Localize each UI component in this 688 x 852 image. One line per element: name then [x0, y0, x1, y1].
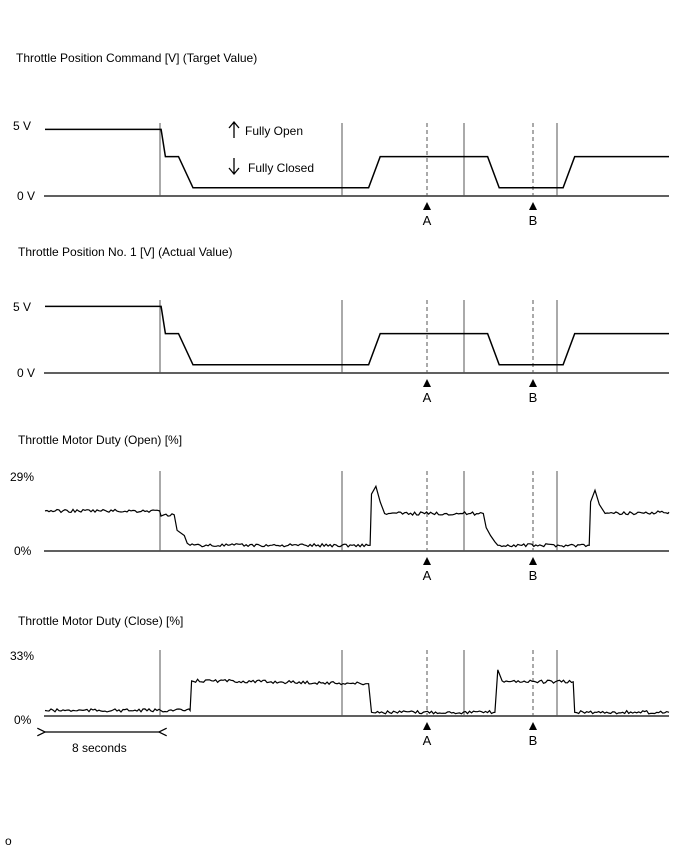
chart-title: Throttle Position Command [V] (Target Va… [16, 51, 257, 65]
marker-triangle-icon [529, 202, 537, 210]
y-tick-bottom: 0 V [17, 189, 35, 203]
y-tick-top: 33% [10, 649, 34, 663]
chart-title: Throttle Motor Duty (Open) [%] [18, 433, 182, 447]
chart-title: Throttle Position No. 1 [V] (Actual Valu… [18, 245, 233, 259]
y-tick-bottom: 0% [14, 713, 32, 727]
y-tick-top: 5 V [13, 300, 31, 314]
marker-label-a: A [423, 390, 432, 405]
marker-triangle-icon [423, 202, 431, 210]
annotation-fully-open: Fully Open [245, 124, 303, 138]
time-dividers [159, 650, 558, 716]
arrow-up-icon [228, 120, 240, 138]
marker-label-b: B [529, 213, 538, 228]
legend-fully-closed: Fully Closed [228, 158, 314, 176]
chart-title: Throttle Motor Duty (Close) [%] [18, 614, 183, 628]
series-line [44, 669, 670, 715]
marker-triangle-icon [529, 722, 537, 730]
marker-label-a: A [423, 213, 432, 228]
time-dividers [159, 471, 558, 551]
time-dividers [159, 123, 558, 196]
time-dividers [159, 300, 558, 373]
marker-label-a: A [423, 568, 432, 583]
markers: A B A B A B A B [423, 202, 538, 748]
marker-triangle-icon [529, 557, 537, 565]
y-tick-top: 29% [10, 470, 34, 484]
annotation-fully-closed: Fully Closed [248, 161, 314, 175]
corner-glyph: o [5, 834, 12, 848]
series-line [45, 305, 669, 366]
arrow-down-icon [228, 158, 240, 176]
marker-triangle-icon [423, 379, 431, 387]
time-span-indicator: 8 seconds [45, 732, 159, 755]
chart-motor-duty-open: Throttle Motor Duty (Open) [%] 29% 0% [10, 433, 670, 558]
chart-motor-duty-close: Throttle Motor Duty (Close) [%] 33% 0% 8… [10, 614, 670, 755]
legend-fully-open: Fully Open [228, 120, 303, 138]
span-label: 8 seconds [72, 741, 127, 755]
marker-label-b: B [529, 733, 538, 748]
series-line [45, 128, 669, 189]
marker-triangle-icon [423, 557, 431, 565]
y-tick-bottom: 0% [14, 544, 32, 558]
chart-throttle-position-actual: Throttle Position No. 1 [V] (Actual Valu… [13, 245, 669, 380]
marker-triangle-icon [529, 379, 537, 387]
y-tick-top: 5 V [13, 119, 31, 133]
marker-triangle-icon [423, 722, 431, 730]
marker-label-a: A [423, 733, 432, 748]
series-line [44, 484, 670, 548]
y-tick-bottom: 0 V [17, 366, 35, 380]
marker-label-b: B [529, 390, 538, 405]
chart-throttle-command: Throttle Position Command [V] (Target Va… [13, 51, 669, 203]
marker-label-b: B [529, 568, 538, 583]
